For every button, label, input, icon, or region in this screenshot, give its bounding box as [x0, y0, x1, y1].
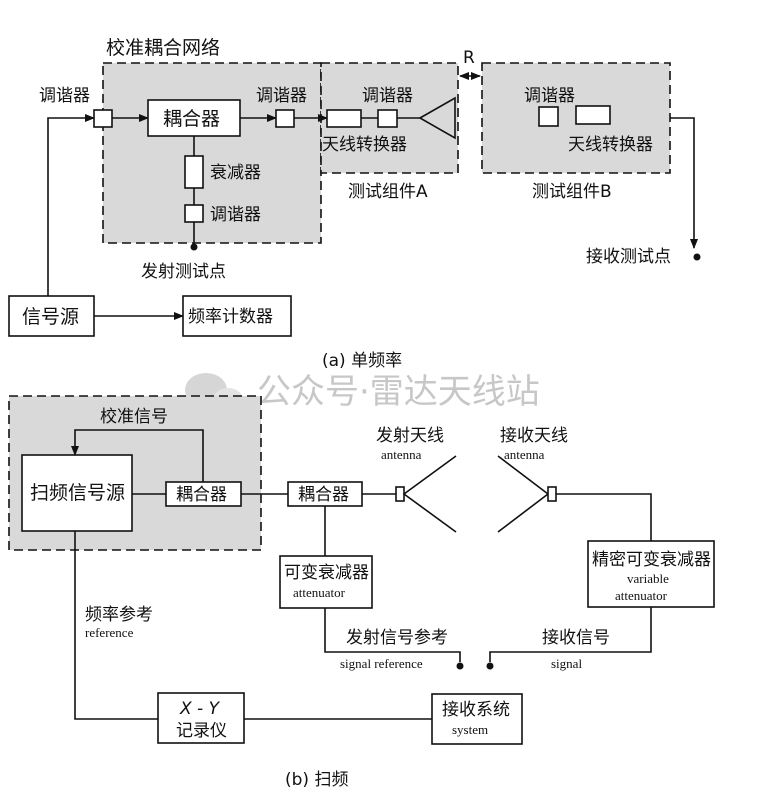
transmit-test-point-label: 发射测试点 [141, 262, 226, 282]
bottom-tuner-box [184, 204, 204, 223]
watermark-text: 公众号·雷达天线站 [257, 372, 540, 412]
var-attenuator-box [279, 555, 373, 609]
coupler-a-box [147, 99, 241, 137]
module-b-tuner-label: 调谐器 [524, 86, 575, 106]
freq-reference-label-cn: 频率参考 [85, 605, 153, 625]
module-a-tuner-box [377, 109, 398, 128]
left-tuner-box [93, 109, 113, 128]
prec-attenuator-label-cn: 精密可变衰减器 [592, 550, 711, 570]
rx-antenna-to-prec-atten-wire [556, 493, 652, 541]
rx-antenna-label-en: antenna [504, 447, 545, 462]
xy-recorder-box [157, 692, 245, 744]
module-b-switch-label: 天线转换器 [568, 135, 653, 155]
var-attenuator-label-cn: 可变衰减器 [284, 563, 369, 583]
coupler-inner-label: 耦合器 [176, 485, 227, 505]
receive-test-point-dot [693, 253, 701, 261]
rx-signal-dot [486, 662, 494, 670]
rx-signal-label-cn: 接收信号 [542, 628, 610, 648]
transmit-test-point-dot [190, 243, 198, 251]
module-a-switch-label: 天线转换器 [322, 135, 407, 155]
tx-antenna-label-en: antenna [381, 447, 422, 462]
xy-recorder-label-2: 记录仪 [176, 721, 227, 741]
coupler-outer-label: 耦合器 [298, 485, 349, 505]
separation-label: R [463, 48, 475, 68]
attenuator-a-box [184, 155, 204, 189]
module-a-horn-antenna [418, 96, 456, 140]
attenuator-a-label: 衰减器 [210, 163, 261, 183]
part-b: 扫频信号源 耦合器 校准信号 耦合器 发射天线 antenna 接收天线 ant… [8, 395, 715, 790]
bottom-tuner-label: 调谐器 [210, 205, 261, 225]
rx-signal-label-en: signal [551, 656, 582, 671]
calibration-network-title: 校准耦合网络 [106, 37, 220, 59]
calibration-loop-wire [71, 429, 204, 482]
tx-reference-label-en: signal reference [340, 656, 423, 671]
rx-antenna-label-cn: 接收天线 [500, 426, 568, 446]
signal-source-label: 信号源 [22, 306, 79, 328]
module-b-label: 测试组件B [532, 182, 612, 202]
source-to-tuner-wire [47, 114, 95, 296]
coupler-a-label: 耦合器 [163, 108, 220, 130]
rx-antenna-feed [547, 486, 557, 502]
prec-attenuator-label-en2: attenuator [615, 588, 668, 603]
caption-b: (b) 扫频 [285, 770, 348, 790]
module-b-tuner-box [538, 106, 559, 127]
module-b-output-wire [670, 117, 698, 249]
rx-system-box [431, 693, 523, 745]
prec-atten-to-rx-signal-wire [489, 607, 652, 662]
module-a-label: 测试组件A [348, 182, 428, 202]
module-b-switch-box [575, 105, 611, 125]
rx-system-label-en: system [452, 722, 488, 737]
xy-recorder-label-1: X - Y [179, 699, 221, 719]
tx-reference-label-cn: 发射信号参考 [346, 628, 448, 648]
sweep-source-box [21, 454, 133, 532]
prec-attenuator-label-en1: variable [627, 571, 669, 586]
receive-test-point-label: 接收测试点 [586, 247, 671, 267]
caption-a: (a) 单频率 [322, 351, 402, 371]
prec-attenuator-box [587, 540, 715, 608]
right-tuner-box [275, 109, 295, 128]
rx-system-label-cn: 接收系统 [442, 700, 510, 720]
tx-reference-dot [456, 662, 464, 670]
left-tuner-label: 调谐器 [39, 86, 90, 106]
module-a-input-box [326, 109, 362, 128]
coupler-outer-box [287, 481, 363, 507]
calibration-network-region [102, 62, 322, 244]
calibration-signal-label: 校准信号 [100, 407, 168, 427]
var-attenuator-label-en: attenuator [293, 585, 346, 600]
signal-source-box [8, 295, 95, 337]
tx-antenna-label-cn: 发射天线 [376, 426, 444, 446]
freq-reference-label-en: reference [85, 625, 134, 640]
tx-antenna-icon [402, 455, 457, 533]
var-atten-to-tx-ref-wire [324, 608, 461, 662]
right-tuner-label: 调谐器 [256, 86, 307, 106]
part-a: 校准耦合网络 R 信号源 频率计数器 调谐器 耦合器 调谐器 衰减器 调谐器 发… [8, 37, 701, 371]
rx-antenna-icon [497, 455, 550, 533]
freq-reference-wire [74, 531, 158, 720]
frequency-counter-label: 频率计数器 [188, 307, 273, 327]
module-a-tuner-label: 调谐器 [362, 86, 413, 106]
sweep-source-label: 扫频信号源 [30, 482, 125, 504]
